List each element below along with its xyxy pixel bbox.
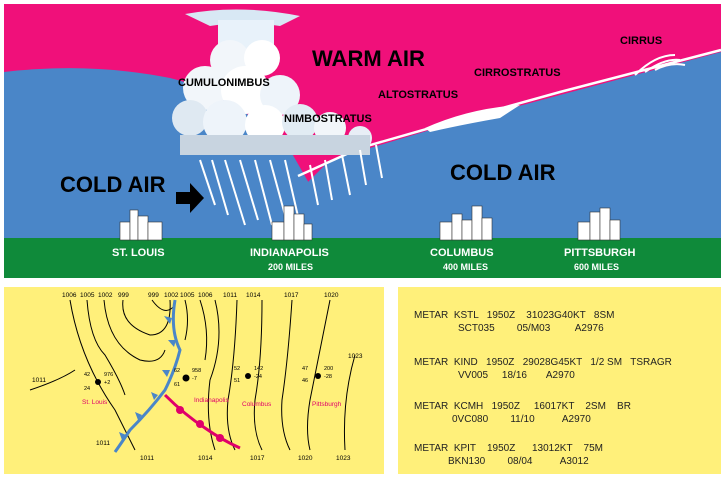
svg-text:1020: 1020 xyxy=(324,292,339,299)
cold-front-line xyxy=(113,299,182,453)
skyline-columbus xyxy=(439,205,493,241)
cirrus-wisps xyxy=(634,54,686,76)
svg-text:1017: 1017 xyxy=(284,292,299,299)
warm-front-line xyxy=(163,393,241,450)
skyline-st-louis xyxy=(119,209,163,241)
cold-air-left-label: COLD AIR xyxy=(60,172,166,197)
svg-text:1002: 1002 xyxy=(98,292,113,299)
svg-text:Columbus: Columbus xyxy=(242,401,272,408)
svg-text:1014: 1014 xyxy=(198,455,213,462)
svg-text:1011: 1011 xyxy=(96,440,110,447)
city-label-st-louis: ST. LOUIS xyxy=(112,247,165,259)
svg-text:200: 200 xyxy=(324,366,333,372)
skyline-indianapolis xyxy=(271,205,313,241)
metar-kstl-line2: SCT035 05/M03 A2976 xyxy=(458,323,604,334)
station-columbus: 52 51 142 -24 Columbus xyxy=(234,366,272,408)
svg-text:42: 42 xyxy=(84,372,90,378)
svg-text:1017: 1017 xyxy=(250,455,265,462)
svg-text:24: 24 xyxy=(84,386,90,392)
svg-text:1023: 1023 xyxy=(348,353,363,360)
cumulonimbus-cloud xyxy=(172,9,372,155)
surface-map-panel: 1006 1005 1002 999 999 1002 1005 1006 10… xyxy=(4,287,384,474)
svg-text:958: 958 xyxy=(192,368,201,374)
metar-kcmh-line2: 0VC080 11/10 A2970 xyxy=(452,414,591,425)
svg-text:61: 61 xyxy=(174,382,180,388)
skyline-pittsburgh xyxy=(577,207,621,241)
rain-streaks xyxy=(199,144,383,226)
city-distance-indianapolis: 200 MILES xyxy=(268,262,313,272)
metar-kpit-line2: BKN130 08/04 A3012 xyxy=(448,456,589,467)
altostratus-cloud xyxy=(425,105,520,132)
svg-text:Indianapolis: Indianapolis xyxy=(194,397,229,404)
svg-text:Pittsburgh: Pittsburgh xyxy=(312,401,342,408)
svg-text:976: 976 xyxy=(104,372,113,378)
cold-front-pips xyxy=(119,316,176,440)
altostratus-label: ALTOSTRATUS xyxy=(378,89,458,101)
city-label-pittsburgh: PITTSBURGH xyxy=(564,247,636,259)
nimbostratus-label: NIMBOSTRATUS xyxy=(284,113,372,125)
cross-section: WARM AIR COLD AIR COLD AIR CUMULONIMBUS … xyxy=(4,4,722,278)
cirrus-label: CIRRUS xyxy=(620,35,662,47)
svg-text:1006: 1006 xyxy=(198,292,213,299)
cold-air-right-region xyxy=(290,52,721,240)
svg-text:-24: -24 xyxy=(254,374,262,380)
svg-text:-7: -7 xyxy=(192,376,197,382)
cold-air-arrow xyxy=(176,183,204,213)
metar-kind-line2: VV005 18/16 A2970 xyxy=(458,370,575,381)
svg-text:1005: 1005 xyxy=(80,292,95,299)
metar-kpit-line1: METAR KPIT 1950Z 13012KT 75M xyxy=(414,443,603,454)
city-label-indianapolis: INDIANAPOLIS xyxy=(250,247,329,259)
svg-text:1005: 1005 xyxy=(180,292,195,299)
svg-text:999: 999 xyxy=(118,292,129,299)
metar-kstl-line1: METAR KSTL 1950Z 31023G40KT 8SM xyxy=(414,310,615,321)
svg-text:999: 999 xyxy=(148,292,159,299)
svg-text:St. Louis: St. Louis xyxy=(82,399,108,406)
city-label-columbus: COLUMBUS xyxy=(430,247,494,259)
city-skylines xyxy=(119,205,621,241)
ground xyxy=(4,238,721,278)
warm-air-label: WARM AIR xyxy=(312,46,425,71)
svg-text:1020: 1020 xyxy=(298,455,313,462)
svg-text:1006: 1006 xyxy=(62,292,77,299)
svg-text:62: 62 xyxy=(174,368,180,374)
station-indianapolis: 62 61 958 -7 Indianapolis xyxy=(174,368,229,404)
svg-text:46: 46 xyxy=(302,378,308,384)
cold-air-right-label: COLD AIR xyxy=(450,160,556,185)
city-distance-pittsburgh: 600 MILES xyxy=(574,262,619,272)
svg-text:-28: -28 xyxy=(324,374,332,380)
svg-text:51: 51 xyxy=(234,378,240,384)
warm-front-bumps xyxy=(176,406,224,442)
svg-text:+2: +2 xyxy=(104,380,110,386)
svg-text:1002: 1002 xyxy=(164,292,179,299)
metar-kind-line1: METAR KIND 1950Z 29028G45KT 1/2 SM TSRAG… xyxy=(414,357,672,368)
cumulonimbus-label: CUMULONIMBUS xyxy=(178,77,270,89)
cirrostratus-label: CIRROSTRATUS xyxy=(474,67,561,79)
svg-text:1014: 1014 xyxy=(246,292,261,299)
svg-text:142: 142 xyxy=(254,366,263,372)
svg-text:52: 52 xyxy=(234,366,240,372)
station-st-louis: 42 24 976 +2 St. Louis xyxy=(82,372,113,406)
svg-text:1011: 1011 xyxy=(223,292,237,299)
metar-kcmh-line1: METAR KCMH 1950Z 16017KT 2SM BR xyxy=(414,401,631,412)
city-distance-columbus: 400 MILES xyxy=(443,262,488,272)
svg-text:1011: 1011 xyxy=(140,455,154,462)
isobar-lines xyxy=(29,299,356,451)
svg-text:47: 47 xyxy=(302,366,308,372)
isobar-labels: 1006 1005 1002 999 999 1002 1005 1006 10… xyxy=(32,292,363,462)
station-pittsburgh: 47 46 200 -28 Pittsburgh xyxy=(302,366,342,408)
svg-text:1011: 1011 xyxy=(32,377,46,384)
svg-text:1023: 1023 xyxy=(336,455,351,462)
metar-panel xyxy=(398,287,721,474)
